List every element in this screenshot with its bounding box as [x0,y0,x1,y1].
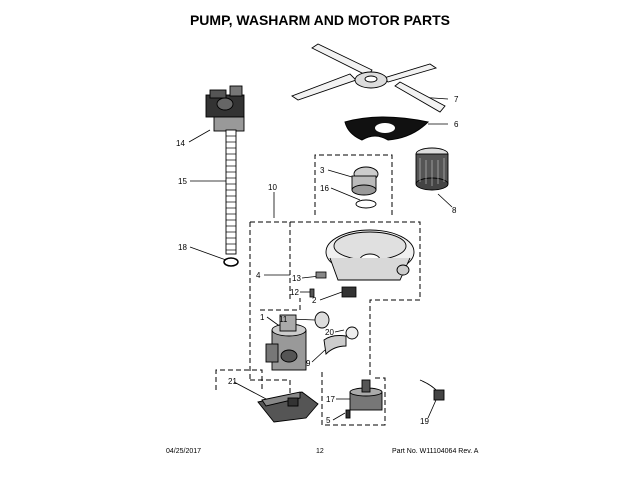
pump-frame [260,298,301,311]
diverter-disc-part [355,199,377,209]
small-fittings [309,271,357,298]
callout-5: 5 [326,416,331,425]
pump-hose-part [323,326,359,355]
sump-part [325,229,415,281]
sump-frame [290,221,421,375]
washarm-part [291,43,446,113]
gasket-part [344,116,430,141]
group-10-bottom [250,379,291,395]
callout-6: 6 [454,120,459,129]
callout-21: 21 [228,377,237,386]
callout-4: 4 [256,271,261,280]
sensor-part [341,286,357,298]
lower-motor-part [345,379,383,419]
circulation-motor-part [265,314,307,371]
callout-15: 15 [178,177,187,186]
leader-lines [188,96,453,421]
footer-date: 04/25/2017 [166,448,202,455]
hose-clamp-part [223,257,239,267]
callout-10: 10 [268,183,277,192]
base-frame [215,369,263,390]
screw-part [309,288,315,298]
clip-part [315,271,327,279]
diverter-part [351,166,379,196]
callout-13: 13 [292,274,301,283]
group-boundaries [215,154,421,426]
footer-part-number: Part No. W11104064 Rev. A [392,448,479,455]
filter-part [415,147,449,191]
callout-7: 7 [454,95,459,104]
callout-18: 18 [178,243,187,252]
callout-17: 17 [326,395,335,404]
drain-hose-part [225,129,237,255]
drain-pump-part [205,85,245,132]
callout-labels: 7 6 14 3 16 15 10 8 18 4 13 12 2 1 11 20… [176,95,459,426]
callout-11: 11 [279,315,288,324]
callout-16: 16 [320,184,329,193]
lower-frame [321,372,386,426]
base-bracket-part [257,391,319,423]
callout-12: 12 [290,288,299,297]
pump-seal-part [314,311,330,329]
callout-8: 8 [452,206,457,215]
callout-2: 2 [312,296,317,305]
callout-3: 3 [320,166,325,175]
page-title: PUMP, WASHARM AND MOTOR PARTS [189,12,451,28]
footer-page-number: 12 [316,448,324,455]
callout-9: 9 [306,359,311,368]
group-10-frame [314,154,393,215]
callout-19: 19 [420,417,429,426]
callout-14: 14 [176,139,185,148]
callout-20: 20 [325,328,334,337]
callout-1: 1 [260,313,265,322]
wire-harness-part [419,379,445,401]
